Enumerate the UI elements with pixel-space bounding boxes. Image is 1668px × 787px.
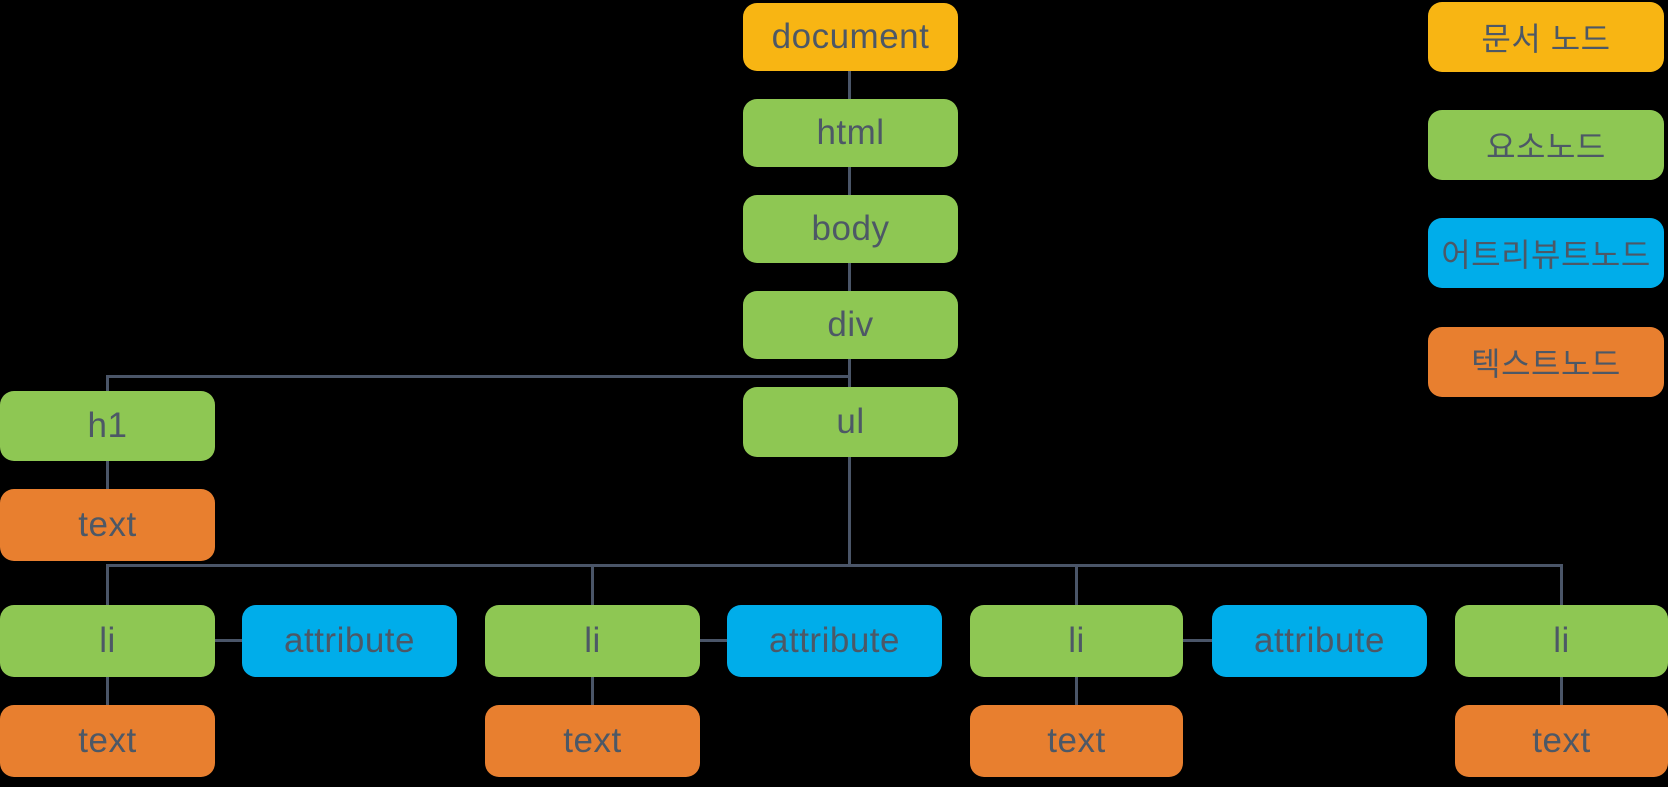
node-html: html [743,99,958,167]
connector-branch-li1-drop [106,564,109,605]
legend-document-node: 문서 노드 [1428,2,1664,72]
node-li-2-attribute: attribute [727,605,942,677]
connector-li1-attribute [215,639,242,642]
connector-document-html [848,71,851,99]
legend-text-node: 텍스트노드 [1428,327,1664,397]
node-h1: h1 [0,391,215,461]
node-li-2: li [485,605,700,677]
connector-li4-text [1560,677,1563,705]
connector-li2-text [591,677,594,705]
connector-branch-li3-drop [1075,564,1078,605]
connector-branch-h1-drop [106,375,109,391]
node-h1-text: text [0,489,215,561]
node-body: body [743,195,958,263]
connector-ul-drop [848,457,851,567]
node-div: div [743,291,958,359]
node-li-3-text: text [970,705,1183,777]
node-li-1-text: text [0,705,215,777]
connector-li3-text [1075,677,1078,705]
node-li-3: li [970,605,1183,677]
connector-body-div [848,263,851,291]
legend-attribute-node: 어트리뷰트노드 [1428,218,1664,288]
node-li-1: li [0,605,215,677]
connector-ul-branch-horizontal [106,564,1563,567]
node-li-3-attribute: attribute [1212,605,1427,677]
connector-h1-text [106,461,109,489]
connector-branch-li2-drop [591,564,594,605]
node-ul: ul [743,387,958,457]
node-li-4-text: text [1455,705,1668,777]
node-li-1-attribute: attribute [242,605,457,677]
connector-html-body [848,167,851,195]
connector-li1-text [106,677,109,705]
connector-div-ul [848,359,851,387]
node-li-2-text: text [485,705,700,777]
connector-div-branch-horizontal [106,375,851,378]
node-document: document [743,3,958,71]
connector-li3-attribute [1183,639,1212,642]
legend-element-node: 요소노드 [1428,110,1664,180]
node-li-4: li [1455,605,1668,677]
connector-branch-li4-drop [1560,564,1563,605]
connector-li2-attribute [700,639,727,642]
